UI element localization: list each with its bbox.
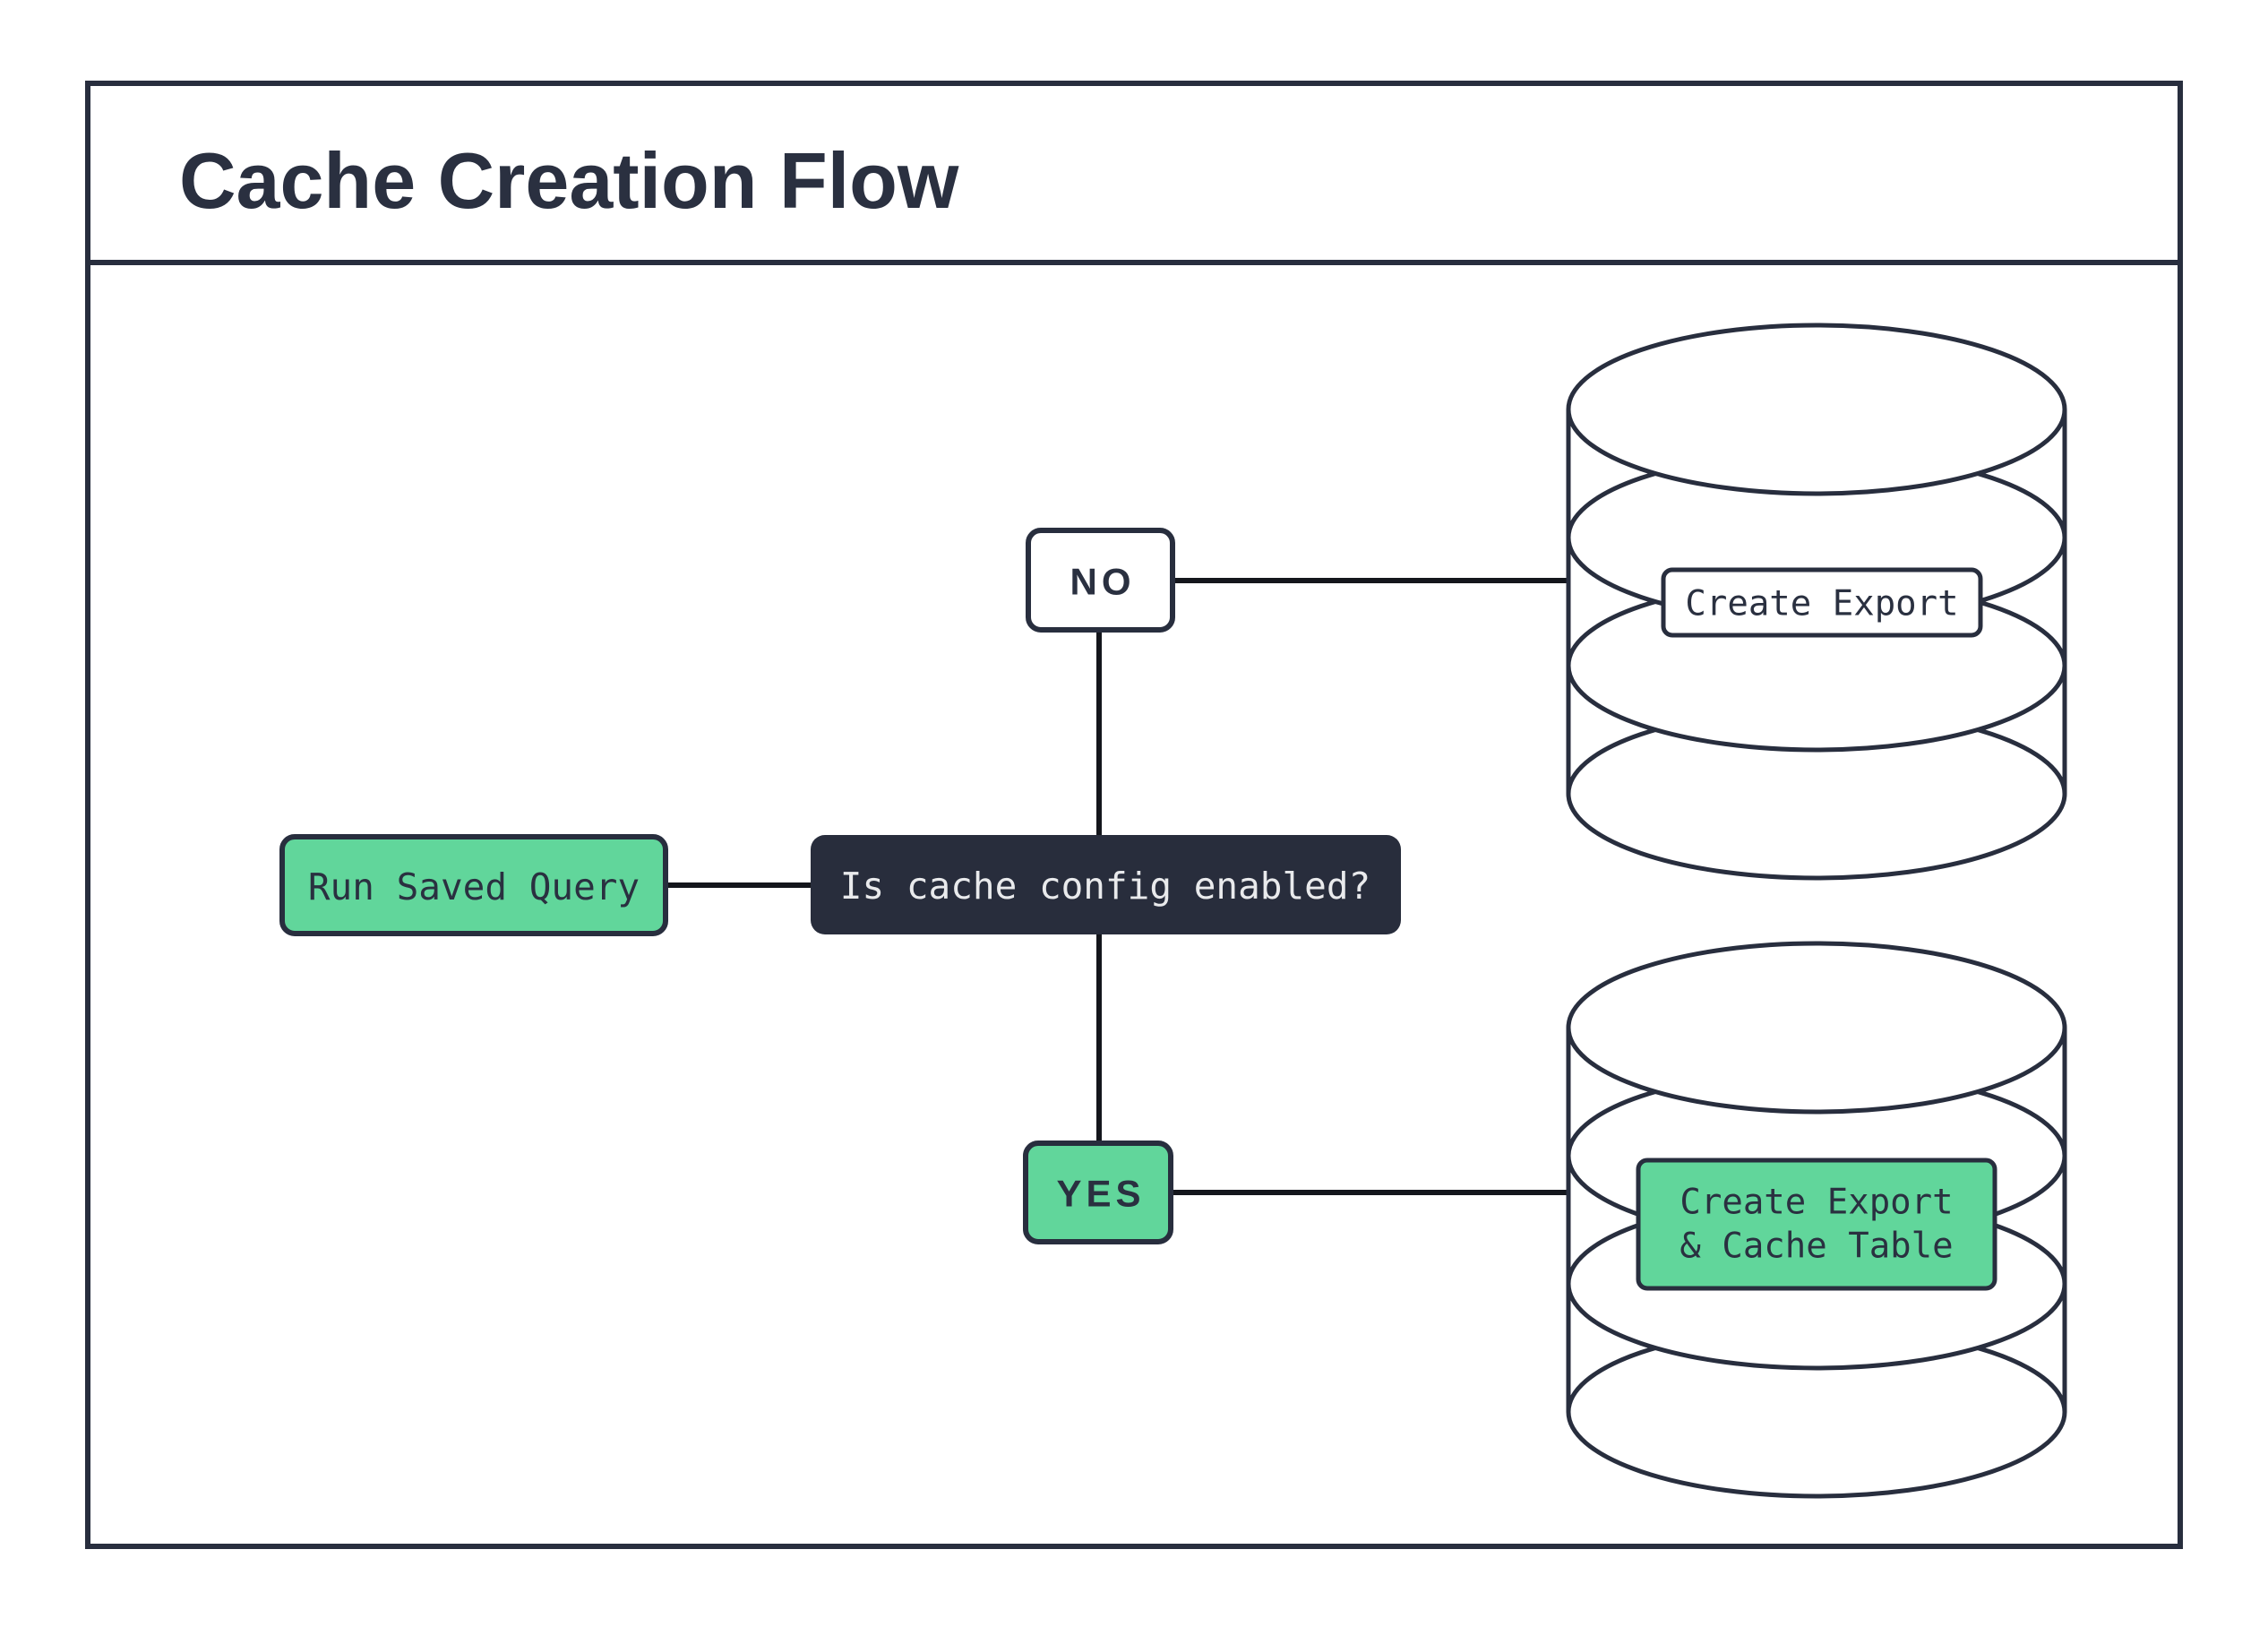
db-disc	[1566, 323, 2067, 496]
export-label: Create Export	[1685, 584, 1958, 624]
start-node-label: Run Saved Query	[308, 865, 640, 908]
start-node: Run Saved Query	[279, 834, 668, 936]
page-title: Cache Creation Flow	[179, 136, 959, 225]
export-label-box	[1661, 567, 1983, 638]
cache-label-node: Create Export & Cache Table	[1636, 1158, 1997, 1291]
decision-node-label: Is cache config enabled?	[840, 865, 1370, 908]
decision-node: Is cache config enabled?	[811, 835, 1401, 934]
cache-label-line-2: & Cache Table	[1680, 1227, 1953, 1267]
db-disc	[1566, 941, 2067, 1115]
diagram-frame	[85, 81, 2183, 1549]
branch-yes-box	[1023, 1141, 1173, 1244]
branch-no-node: NO	[1026, 528, 1175, 633]
decision-node-box	[811, 835, 1401, 934]
cache-label-line-1: Create Export	[1680, 1183, 1953, 1223]
export-label-node: Create Export	[1661, 567, 1983, 638]
start-node-box	[279, 834, 668, 936]
branch-no-label: NO	[1070, 561, 1136, 603]
branch-yes-label: YES	[1056, 1173, 1145, 1215]
branch-no-box	[1026, 528, 1175, 633]
branch-yes-node: YES	[1023, 1141, 1173, 1244]
cache-label-box	[1636, 1158, 1997, 1291]
